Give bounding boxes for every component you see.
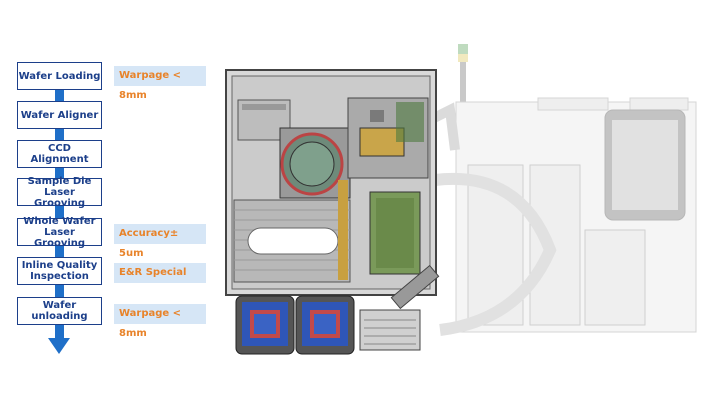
flow-connector xyxy=(55,246,64,258)
step-ccd-alignment: CCD Alignment xyxy=(17,140,102,168)
flow-connector xyxy=(55,205,64,218)
note-loading: Warpage < 8mm xyxy=(114,66,206,101)
flow-connector xyxy=(55,323,64,339)
note-inspection: E&R Special xyxy=(114,263,206,283)
step-wafer-unloading: Wafer unloading xyxy=(17,297,102,325)
machine-top-view xyxy=(225,69,440,355)
step-label: Inline Quality Inspection xyxy=(21,260,98,282)
flow-connector xyxy=(55,89,64,103)
step-wafer-loading: Wafer Loading xyxy=(17,62,102,90)
step-label: Sample Die Laser Grooving xyxy=(27,175,92,209)
step-label: Wafer Aligner xyxy=(20,109,99,121)
note-unloading: Warpage < 8mm xyxy=(114,304,206,339)
flow-arrow-down-icon xyxy=(48,338,70,354)
step-label: CCD Alignment xyxy=(30,143,89,165)
machine-side-view xyxy=(417,44,697,336)
machine-illustration xyxy=(225,44,697,355)
step-label: Wafer unloading xyxy=(31,300,88,322)
note-grooving: Accuracy± 5um xyxy=(114,224,206,259)
step-label: Wafer Loading xyxy=(18,70,101,82)
flow-connector xyxy=(55,128,64,141)
flow-connector xyxy=(55,166,64,179)
step-label: Whole Wafer Laser Grooving xyxy=(23,215,96,249)
step-whole-wafer-laser-grooving: Whole Wafer Laser Grooving xyxy=(17,215,102,249)
flow-connector xyxy=(55,285,64,298)
step-inline-quality-inspection: Inline Quality Inspection xyxy=(17,257,102,285)
step-sample-die-laser-grooving: Sample Die Laser Grooving xyxy=(17,175,102,209)
step-wafer-aligner: Wafer Aligner xyxy=(17,101,102,129)
